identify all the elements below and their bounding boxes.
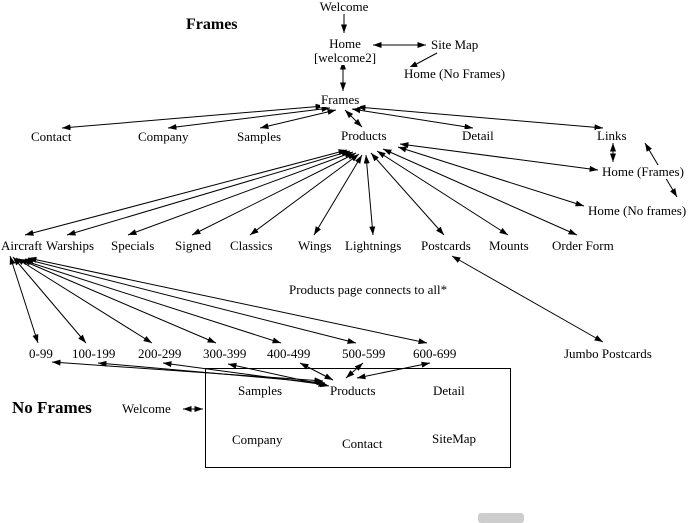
node-home-welcome2: [welcome2] <box>312 50 378 65</box>
node-range-400-499: 400-499 <box>266 346 312 361</box>
node-specials: Specials <box>110 238 156 253</box>
node-box-sitemap: SiteMap <box>431 431 478 446</box>
node-wings: Wings <box>297 238 333 253</box>
node-box-samples: Samples <box>237 383 284 398</box>
screenshot-artifact <box>478 513 524 523</box>
node-site-map: Site Map <box>430 37 480 52</box>
node-range-200-299: 200-299 <box>137 346 183 361</box>
node-home-frames: Home (Frames) <box>601 164 685 179</box>
node-mounts: Mounts <box>488 238 530 253</box>
node-home-no-frames-top: Home (No Frames) <box>403 66 507 81</box>
node-lightnings: Lightnings <box>344 238 403 253</box>
node-links: Links <box>596 128 628 143</box>
node-frames: Frames <box>320 92 361 107</box>
node-signed: Signed <box>174 238 213 253</box>
node-range-500-599: 500-599 <box>341 346 387 361</box>
node-aircraft: Aircraft <box>0 238 44 253</box>
node-order-form: Order Form <box>551 238 615 253</box>
node-range-0-99: 0-99 <box>28 346 54 361</box>
node-samples: Samples <box>236 129 283 144</box>
node-warships: Warships <box>45 238 96 253</box>
node-box-company: Company <box>231 432 284 447</box>
node-jumbo-postcards: Jumbo Postcards <box>563 346 653 361</box>
note-products-connects-all: Products page connects to all* <box>288 282 449 297</box>
node-home: Home <box>328 36 362 51</box>
node-products: Products <box>340 128 388 143</box>
no-frames-section-title: No Frames <box>12 398 92 418</box>
frames-section-title: Frames <box>186 16 238 34</box>
node-detail: Detail <box>461 128 495 143</box>
node-box-contact: Contact <box>341 436 384 451</box>
node-welcome-bottom: Welcome <box>121 401 172 416</box>
node-classics: Classics <box>229 238 274 253</box>
node-postcards: Postcards <box>420 238 472 253</box>
node-range-100-199: 100-199 <box>71 346 117 361</box>
no-frames-box <box>205 368 511 468</box>
node-welcome-top: Welcome <box>318 0 370 14</box>
node-range-300-399: 300-399 <box>202 346 248 361</box>
node-range-600-699: 600-699 <box>412 346 458 361</box>
node-contact: Contact <box>30 129 73 144</box>
node-box-products: Products <box>329 383 377 398</box>
node-company: Company <box>137 129 190 144</box>
node-box-detail: Detail <box>432 383 466 398</box>
node-home-no-frames-right: Home (No frames) <box>587 203 688 218</box>
